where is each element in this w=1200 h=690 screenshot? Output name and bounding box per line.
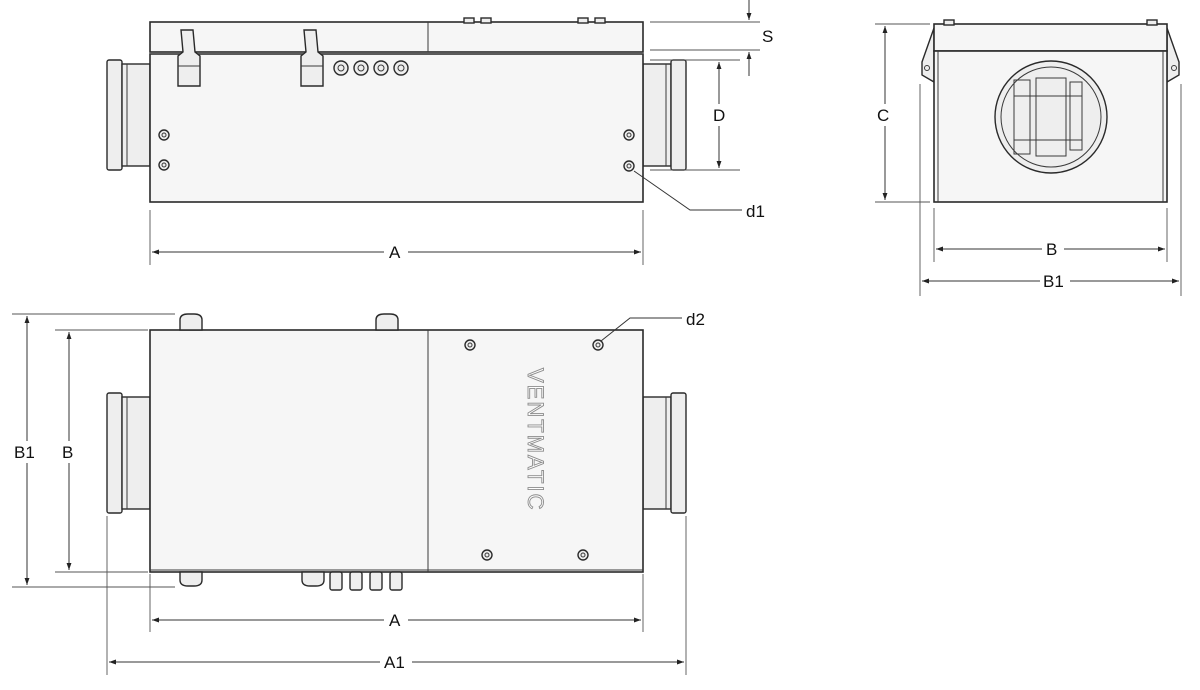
top-latch: [301, 571, 325, 587]
top-latch: [375, 313, 399, 331]
dim-label-d: D: [713, 106, 725, 125]
side-duct-opening: [994, 60, 1108, 174]
front-left-duct: [121, 63, 151, 167]
dim-label-c: C: [877, 106, 889, 125]
front-cable-glands: [333, 60, 409, 76]
side-fan-blades: [1013, 77, 1083, 157]
side-bracket-right: [1166, 27, 1180, 84]
front-latch-right: [300, 29, 324, 87]
top-body: [149, 329, 644, 573]
front-view: d1 A D S: [106, 0, 773, 265]
front-body: [149, 53, 644, 203]
top-right-duct-flange: [670, 392, 687, 514]
top-left-duct-flange: [106, 392, 123, 514]
dim-label-b1-side: B1: [1043, 272, 1064, 291]
front-lid-bolt: [480, 17, 492, 24]
side-lid: [933, 23, 1168, 52]
front-lid: [149, 21, 644, 53]
side-lid-bolt: [1146, 19, 1158, 26]
front-right-duct: [642, 63, 672, 167]
top-latch: [179, 313, 203, 331]
dim-label-a-top: A: [389, 611, 401, 630]
dim-label-b-top: B: [62, 443, 73, 462]
dim-label-d1: d1: [746, 202, 765, 221]
top-panel-bolts: [464, 339, 604, 561]
top-left-duct: [121, 396, 151, 510]
dim-label-a1: A1: [384, 653, 405, 672]
front-mounting-bolts: [158, 129, 635, 172]
dim-label-s: S: [762, 27, 773, 46]
front-lid-bolt: [463, 17, 475, 24]
front-lid-bolt: [577, 17, 589, 24]
brand-logo-text: VENTMATIC: [523, 368, 548, 511]
dim-label-b-side: B: [1046, 240, 1057, 259]
front-left-duct-flange: [106, 59, 123, 171]
front-right-duct-flange: [670, 59, 687, 171]
front-lid-bolt: [594, 17, 606, 24]
top-view: VENTMATIC d2 B1 B A A1: [12, 310, 705, 675]
top-cable-glands: [329, 571, 403, 591]
dim-label-b1-top: B1: [14, 443, 35, 462]
d1-leader: [633, 170, 742, 211]
side-view: C B B1: [874, 19, 1182, 296]
side-bracket-left: [921, 27, 935, 84]
side-lid-bolt: [943, 19, 955, 26]
front-latch-left: [177, 29, 201, 87]
dim-label-d2: d2: [686, 310, 705, 329]
dim-label-a-front: A: [389, 243, 401, 262]
d2-leader: [600, 317, 682, 342]
top-right-duct: [642, 396, 672, 510]
top-latch: [179, 571, 203, 587]
